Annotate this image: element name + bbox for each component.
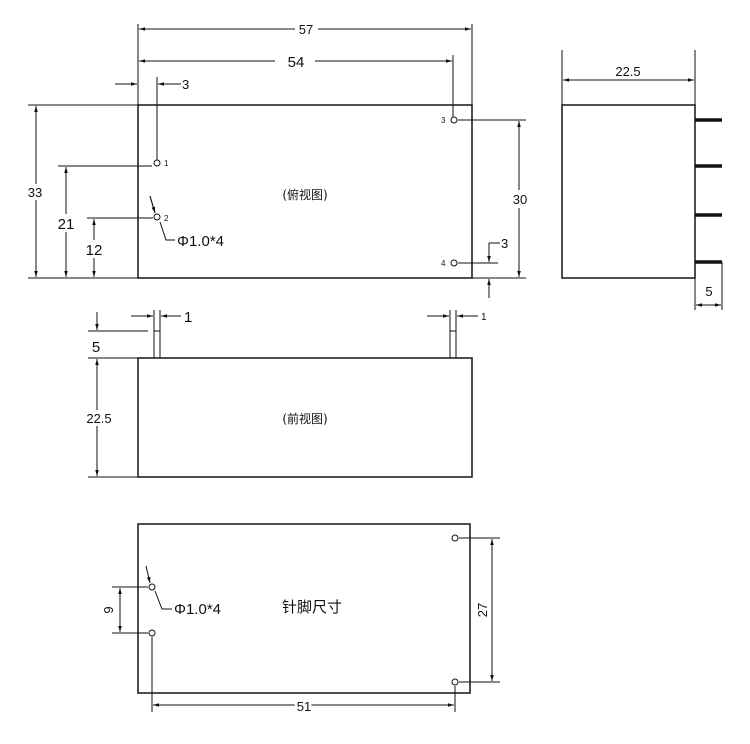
pin-2 (153, 213, 161, 221)
dim-21: 21 (58, 216, 75, 233)
front-pin-left (153, 330, 161, 359)
front-view-label: (前视图) (282, 411, 327, 426)
pin-spec-top: Φ1.0*4 (177, 233, 224, 250)
dim-22-5-side: 22.5 (615, 64, 640, 79)
top-view-label: (俯视图) (282, 187, 327, 202)
dim-22-5-front: 22.5 (86, 411, 111, 426)
pin-3 (450, 116, 458, 124)
dim-51: 51 (297, 699, 311, 714)
dim-9: 9 (101, 606, 116, 613)
front-view-body (137, 357, 473, 478)
dim-5-front: 5 (92, 339, 100, 356)
pin-label: 2 (164, 214, 169, 223)
side-view: 22.5 5 (561, 50, 723, 310)
front-view: (前视图) 5 22.5 1 1 (84, 309, 487, 478)
pin-spec-bottom: Φ1.0*4 (174, 601, 221, 618)
pin (148, 629, 156, 637)
dim-30: 30 (513, 192, 527, 207)
pin-layout-view: 针脚尺寸 9 Φ1.0*4 27 51 (101, 523, 500, 717)
dim-1-left: 1 (184, 309, 192, 326)
pin (451, 678, 459, 686)
dim-1-right: 1 (481, 312, 487, 323)
dim-3-right: 3 (501, 236, 508, 251)
top-view-body (137, 104, 473, 279)
dim-12: 12 (86, 242, 103, 259)
pin-label: 4 (441, 259, 446, 268)
dim-3-top: 3 (182, 77, 189, 92)
side-view-body (561, 104, 696, 279)
pin-layout-label: 针脚尺寸 (282, 598, 342, 616)
pin-layout-body (137, 523, 471, 694)
pin (148, 583, 156, 591)
dim-57: 57 (299, 22, 313, 37)
front-pin-right (449, 330, 457, 359)
top-view: 1 2 3 4 (俯视图) 57 54 3 33 21 12 Φ1.0*4 30… (24, 22, 532, 298)
dim-5-side: 5 (705, 284, 712, 299)
pin-4 (450, 259, 458, 267)
dim-54: 54 (288, 54, 305, 71)
dim-27: 27 (475, 603, 490, 617)
pin-1 (153, 159, 161, 167)
pin-label: 1 (164, 159, 169, 168)
dim-33: 33 (28, 185, 42, 200)
pin (451, 534, 459, 542)
pin-label: 3 (441, 116, 446, 125)
